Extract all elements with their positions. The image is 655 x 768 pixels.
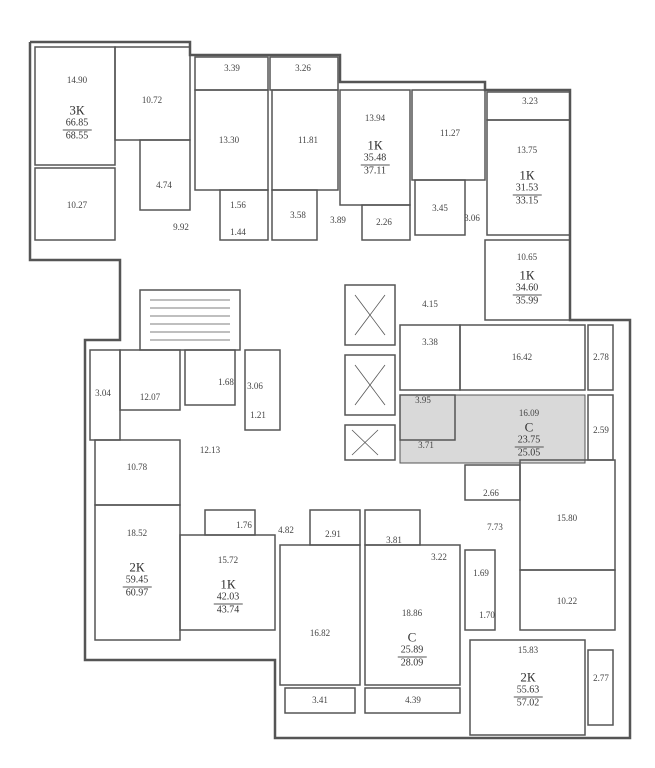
room-area: 18.86 bbox=[401, 608, 423, 618]
room-area: 1.69 bbox=[473, 568, 489, 578]
living-area: 59.45 bbox=[122, 575, 152, 588]
living-area: 25.89 bbox=[397, 645, 427, 658]
room-area: 4.82 bbox=[278, 525, 294, 535]
total-area: 37.11 bbox=[363, 165, 387, 177]
room-area: 4.39 bbox=[405, 695, 421, 705]
room-area: 15.72 bbox=[217, 555, 239, 565]
room-area: 13.94 bbox=[364, 113, 386, 123]
living-area: 31.53 bbox=[512, 183, 542, 196]
apartment-type: 2К bbox=[520, 669, 536, 685]
room-area: 18.52 bbox=[126, 528, 148, 538]
room-area: 3.58 bbox=[290, 210, 306, 220]
room-area: 10.65 bbox=[516, 252, 538, 262]
room-area: 3.41 bbox=[312, 695, 328, 705]
room-area: 16.82 bbox=[309, 628, 331, 638]
living-area: 42.03 bbox=[213, 592, 243, 605]
room-area: 1.44 bbox=[230, 227, 246, 237]
apartment-type: 2К bbox=[129, 559, 145, 575]
room-area: 3.23 bbox=[522, 96, 538, 106]
room-walls bbox=[34, 46, 616, 736]
room-area: 2.91 bbox=[325, 529, 341, 539]
room-area: 3.26 bbox=[295, 63, 311, 73]
room-area: 9.92 bbox=[173, 222, 189, 232]
total-area: 25.05 bbox=[517, 447, 541, 459]
room-area: 10.78 bbox=[126, 462, 148, 472]
room-area: 10.72 bbox=[141, 95, 163, 105]
total-area: 33.15 bbox=[515, 195, 539, 207]
total-area: 28.09 bbox=[400, 657, 424, 669]
staircase bbox=[150, 299, 230, 341]
room-area: 3.22 bbox=[431, 552, 447, 562]
room-area: 2.66 bbox=[483, 488, 499, 498]
total-area: 43.74 bbox=[216, 604, 240, 616]
living-area: 34.60 bbox=[512, 283, 542, 296]
room-area: 4.74 bbox=[156, 180, 172, 190]
apartment-type: 1К bbox=[519, 267, 535, 283]
room-area: 3.95 bbox=[415, 395, 431, 405]
room-area: 10.22 bbox=[556, 596, 578, 606]
room-area: 3.89 bbox=[330, 215, 346, 225]
room-area: 7.73 bbox=[487, 522, 503, 532]
apartment-type: С bbox=[524, 419, 534, 435]
room-area: 3.38 bbox=[422, 337, 438, 347]
room-area: 3.04 bbox=[95, 388, 111, 398]
room-area: 3.81 bbox=[386, 535, 402, 545]
room-area: 4.15 bbox=[422, 299, 438, 309]
apartment-type: 3К bbox=[69, 102, 85, 118]
room-area: 1.70 bbox=[479, 610, 495, 620]
outer-walls bbox=[28, 40, 632, 740]
highlighted-apartment bbox=[399, 394, 586, 464]
room-area: 11.81 bbox=[298, 135, 318, 145]
room-area: 2.77 bbox=[593, 673, 609, 683]
room-area: 14.90 bbox=[66, 75, 88, 85]
apartment-type: 1К bbox=[519, 167, 535, 183]
total-area: 60.97 bbox=[125, 587, 149, 599]
room-area: 15.80 bbox=[556, 513, 578, 523]
living-area: 55.63 bbox=[513, 685, 543, 698]
room-area: 2.78 bbox=[593, 352, 609, 362]
room-area: 1.68 bbox=[218, 377, 234, 387]
room-area: 1.21 bbox=[250, 410, 266, 420]
room-area: 11.27 bbox=[440, 128, 460, 138]
room-area: 3.71 bbox=[418, 440, 434, 450]
room-area: 12.07 bbox=[139, 392, 161, 402]
room-area: 1.76 bbox=[236, 520, 252, 530]
total-area: 57.02 bbox=[516, 697, 540, 709]
room-area: 12.13 bbox=[199, 445, 221, 455]
room-area: 15.83 bbox=[517, 645, 539, 655]
room-area: 3.06 bbox=[247, 381, 263, 391]
room-area: 2.59 bbox=[593, 425, 609, 435]
lift-shafts bbox=[351, 294, 386, 456]
living-area: 23.75 bbox=[514, 435, 544, 448]
room-area: 1.56 bbox=[230, 200, 246, 210]
room-area: 3.39 bbox=[224, 63, 240, 73]
room-area: 16.09 bbox=[518, 408, 540, 418]
apartment-type: С bbox=[407, 629, 417, 645]
room-area: 3.06 bbox=[464, 213, 480, 223]
apartment-type: 1К bbox=[367, 137, 383, 153]
living-area: 66.85 bbox=[62, 118, 92, 131]
room-area: 3.45 bbox=[432, 203, 448, 213]
total-area: 68.55 bbox=[65, 130, 89, 142]
room-area: 16.42 bbox=[511, 352, 533, 362]
apartment-type: 1К bbox=[220, 576, 236, 592]
room-area: 10.27 bbox=[66, 200, 88, 210]
room-area: 2.26 bbox=[376, 217, 392, 227]
living-area: 35.48 bbox=[360, 153, 390, 166]
room-area: 13.30 bbox=[218, 135, 240, 145]
room-area: 13.75 bbox=[516, 145, 538, 155]
total-area: 35.99 bbox=[515, 295, 539, 307]
